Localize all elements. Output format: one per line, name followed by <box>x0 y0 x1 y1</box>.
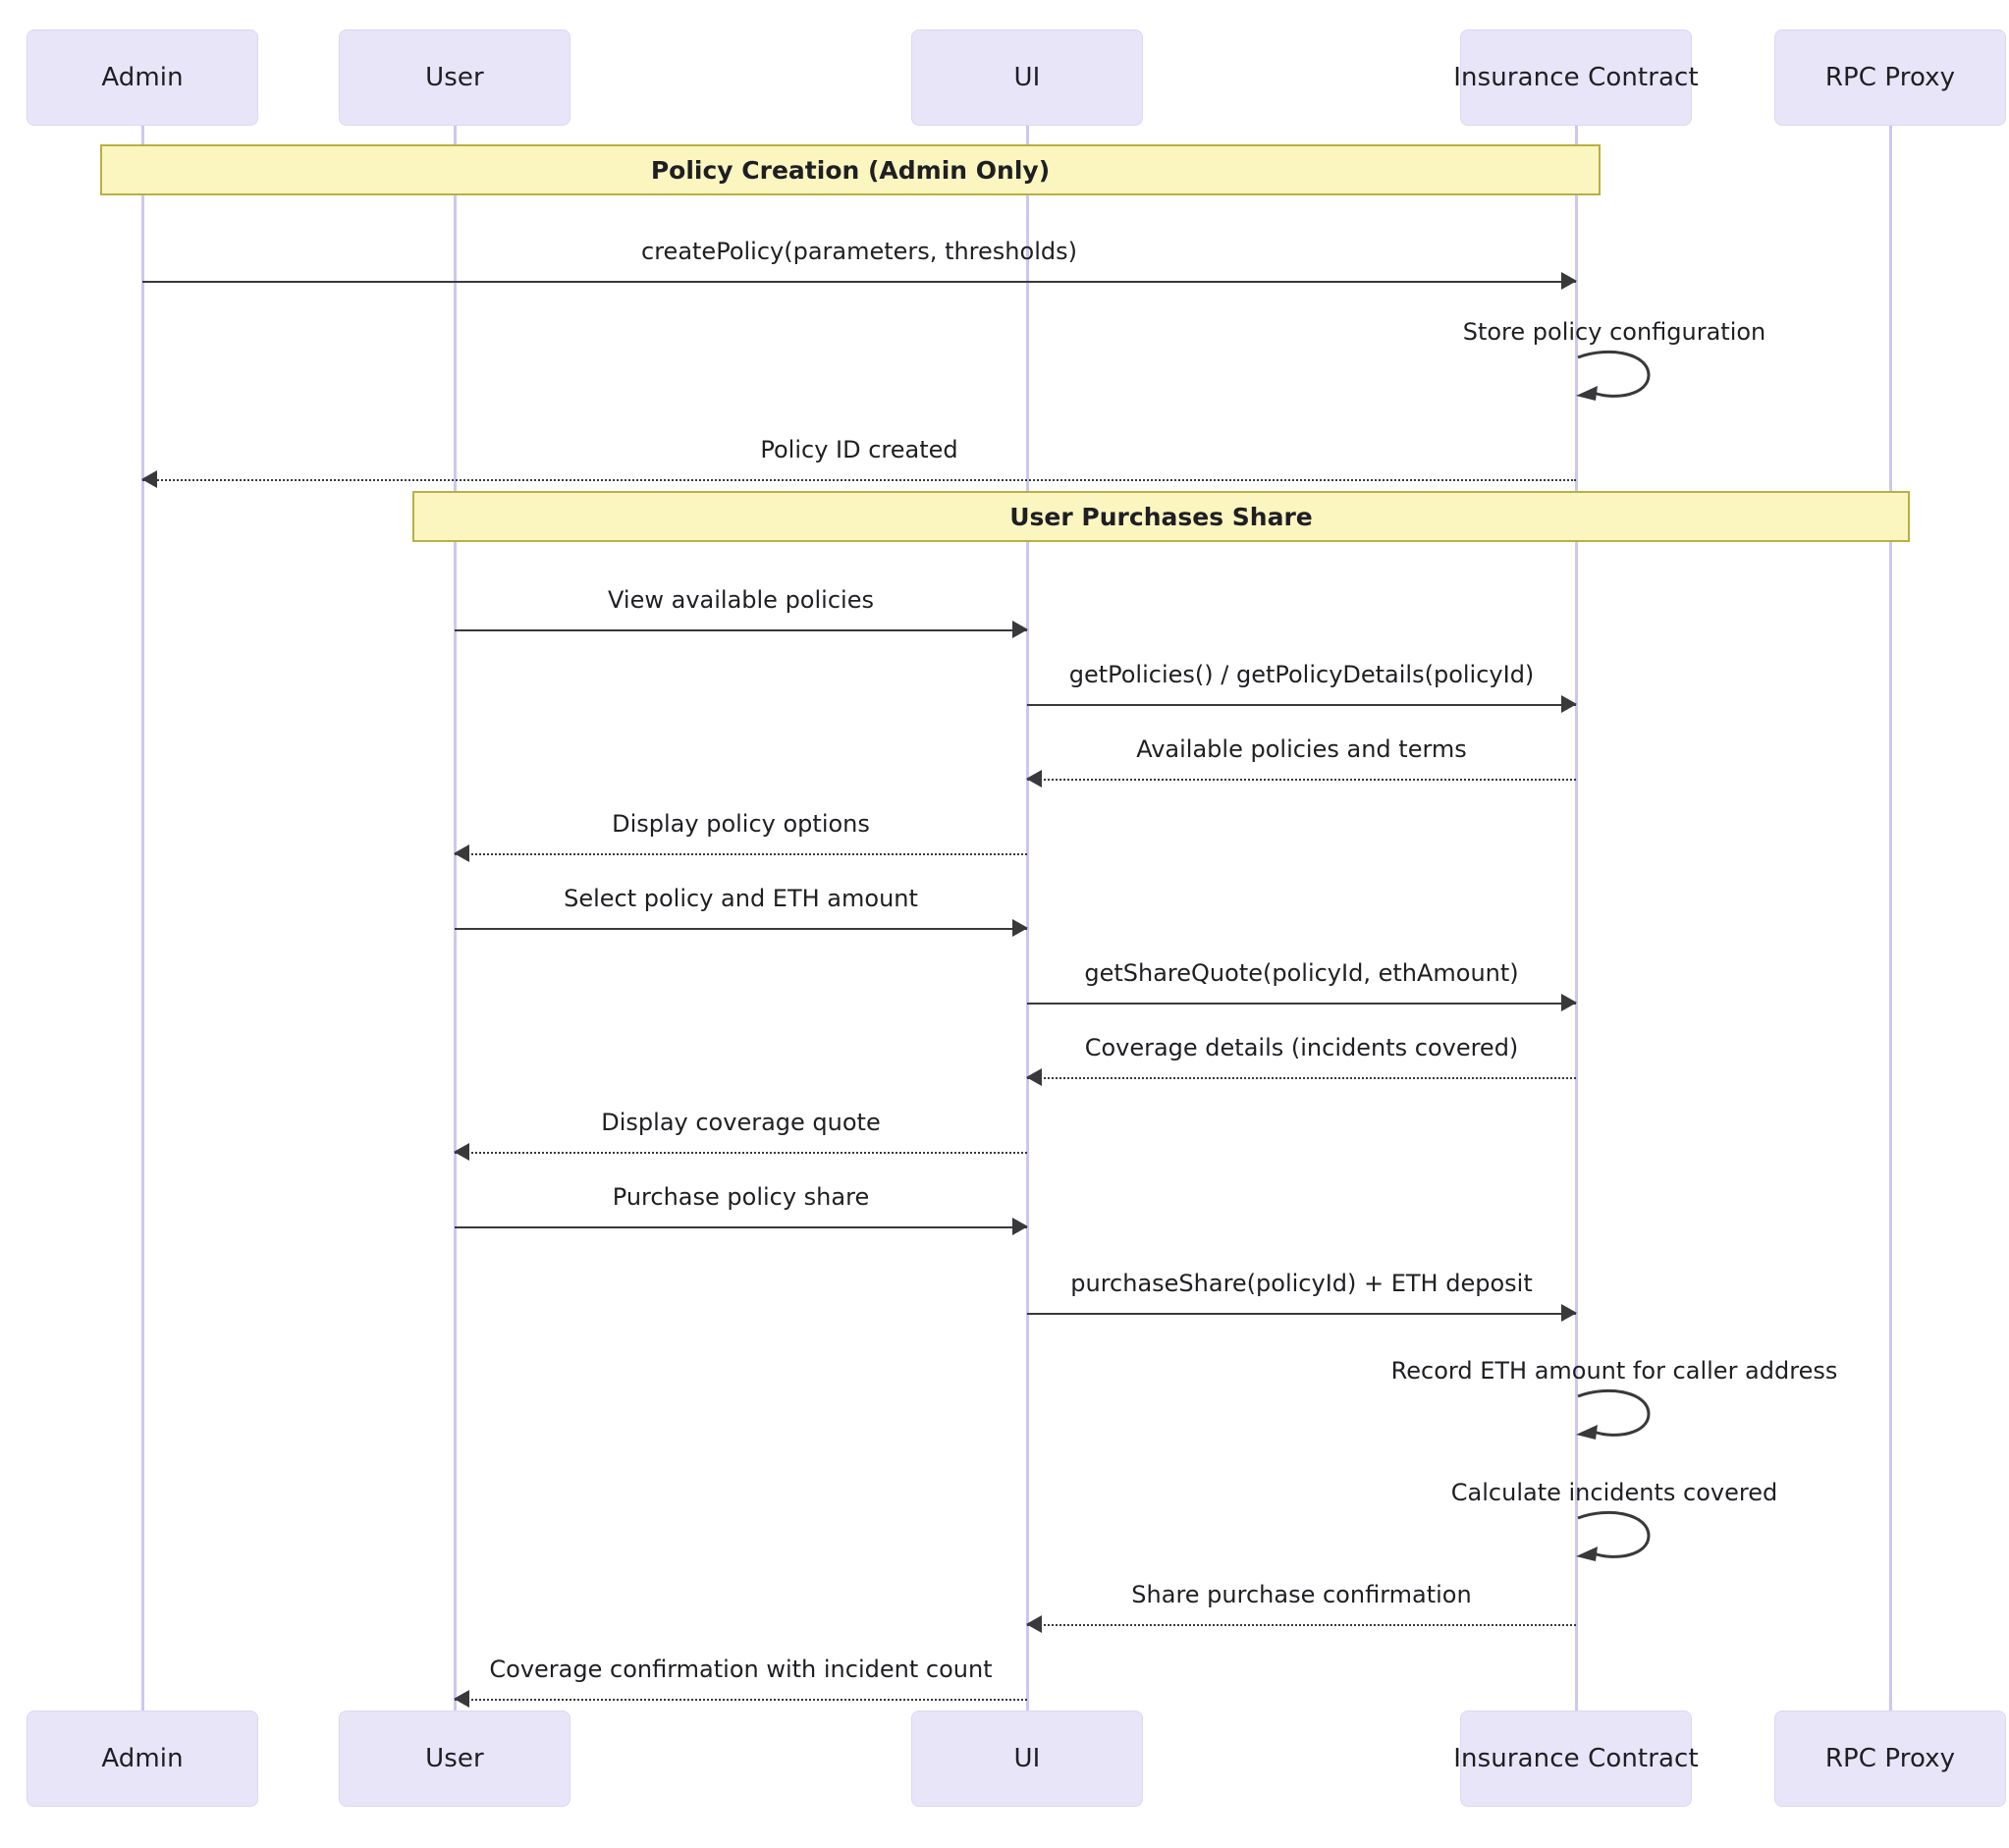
participant-box-admin-top: Admin <box>27 29 258 126</box>
message-line <box>455 1152 1027 1154</box>
self-calculate-incidents: Calculate incidents covered <box>1451 1481 1777 1565</box>
message-line <box>455 629 1027 631</box>
message-line <box>1027 1313 1576 1315</box>
arrowhead-icon <box>454 844 469 862</box>
arrowhead-icon <box>141 470 157 488</box>
arrowhead-icon <box>1561 994 1577 1011</box>
arrowhead-icon <box>1012 621 1028 638</box>
arrowhead-icon <box>454 1143 469 1161</box>
message-label: Display coverage quote <box>601 1109 881 1136</box>
message-label: Coverage confirmation with incident coun… <box>489 1656 993 1683</box>
message-label: Select policy and ETH amount <box>564 885 918 912</box>
message-label: View available policies <box>608 586 874 614</box>
participant-label: Admin <box>101 1744 184 1773</box>
section-label: Policy Creation (Admin Only) <box>650 155 1051 185</box>
arrowhead-icon <box>1561 1304 1577 1322</box>
lifeline-user <box>454 126 457 1711</box>
message-line <box>1027 704 1576 706</box>
message-label: Purchase policy share <box>612 1183 870 1211</box>
self-loop-icon <box>1576 1388 1651 1440</box>
arrowhead-icon <box>1561 272 1577 290</box>
lifeline-ui <box>1026 126 1029 1711</box>
message-label: getPolicies() / getPolicyDetails(policyI… <box>1068 661 1535 688</box>
self-store-policy: Store policy configuration <box>1463 320 1765 405</box>
message-line <box>142 281 1576 283</box>
self-message-label: Calculate incidents covered <box>1450 1479 1778 1506</box>
message-label: Display policy options <box>612 810 870 838</box>
participant-box-contract-top: Insurance Contract <box>1453 29 1699 126</box>
message-label: purchaseShare(policyId) + ETH deposit <box>1070 1270 1533 1297</box>
section-policy-creation: Policy Creation (Admin Only) <box>100 144 1601 195</box>
message-line <box>1027 779 1576 781</box>
participant-box-user-bottom: User <box>339 1711 570 1807</box>
message-label: Coverage details (incidents covered) <box>1084 1034 1519 1061</box>
arrowhead-icon <box>1026 1068 1042 1086</box>
participant-label: UI <box>1013 63 1041 92</box>
self-record-eth: Record ETH amount for caller address <box>1391 1359 1837 1443</box>
participant-label: User <box>425 63 484 92</box>
section-user-purchase: User Purchases Share <box>412 491 1910 542</box>
message-line <box>1027 1077 1576 1079</box>
arrowhead-icon <box>1026 770 1042 788</box>
message-line <box>142 479 1576 481</box>
arrowhead-icon <box>1561 695 1577 713</box>
participant-box-user-top: User <box>339 29 570 126</box>
message-line <box>455 853 1027 855</box>
self-loop-icon <box>1576 1510 1651 1561</box>
message-line <box>1027 1624 1576 1626</box>
self-loop-icon <box>1576 350 1651 401</box>
participant-box-rpc-bottom: RPC Proxy <box>1774 1711 2006 1807</box>
message-label: getShareQuote(policyId, ethAmount) <box>1084 959 1519 987</box>
participant-label: Admin <box>101 63 184 92</box>
participant-label: User <box>425 1744 484 1773</box>
participant-box-admin-bottom: Admin <box>27 1711 258 1807</box>
arrowhead-icon <box>1026 1615 1042 1633</box>
participant-label: Insurance Contract <box>1453 1744 1699 1773</box>
arrowhead-icon <box>1012 1218 1028 1235</box>
participant-label: RPC Proxy <box>1824 1744 1956 1773</box>
participant-box-ui-top: UI <box>911 29 1143 126</box>
self-message-label: Record ETH amount for caller address <box>1390 1357 1838 1385</box>
participant-label: RPC Proxy <box>1824 63 1956 92</box>
arrowhead-icon <box>1012 919 1028 937</box>
lifeline-admin <box>141 126 144 1711</box>
message-label: Available policies and terms <box>1136 735 1467 763</box>
message-line <box>455 928 1027 930</box>
participant-box-ui-bottom: UI <box>911 1711 1143 1807</box>
message-label: createPolicy(parameters, thresholds) <box>641 238 1077 265</box>
message-line <box>455 1226 1027 1228</box>
participant-label: Insurance Contract <box>1453 63 1699 92</box>
self-message-label: Store policy configuration <box>1462 318 1766 346</box>
participant-label: UI <box>1013 1744 1041 1773</box>
lifeline-rpc <box>1889 126 1892 1711</box>
message-label: Share purchase confirmation <box>1131 1581 1472 1608</box>
lifeline-contract <box>1575 126 1578 1711</box>
section-label: User Purchases Share <box>1009 502 1313 531</box>
message-label: Policy ID created <box>760 436 958 463</box>
arrowhead-icon <box>454 1690 469 1708</box>
message-line <box>1027 1003 1576 1005</box>
participant-box-rpc-top: RPC Proxy <box>1774 29 2006 126</box>
participant-box-contract-bottom: Insurance Contract <box>1453 1711 1699 1807</box>
message-line <box>455 1699 1027 1701</box>
